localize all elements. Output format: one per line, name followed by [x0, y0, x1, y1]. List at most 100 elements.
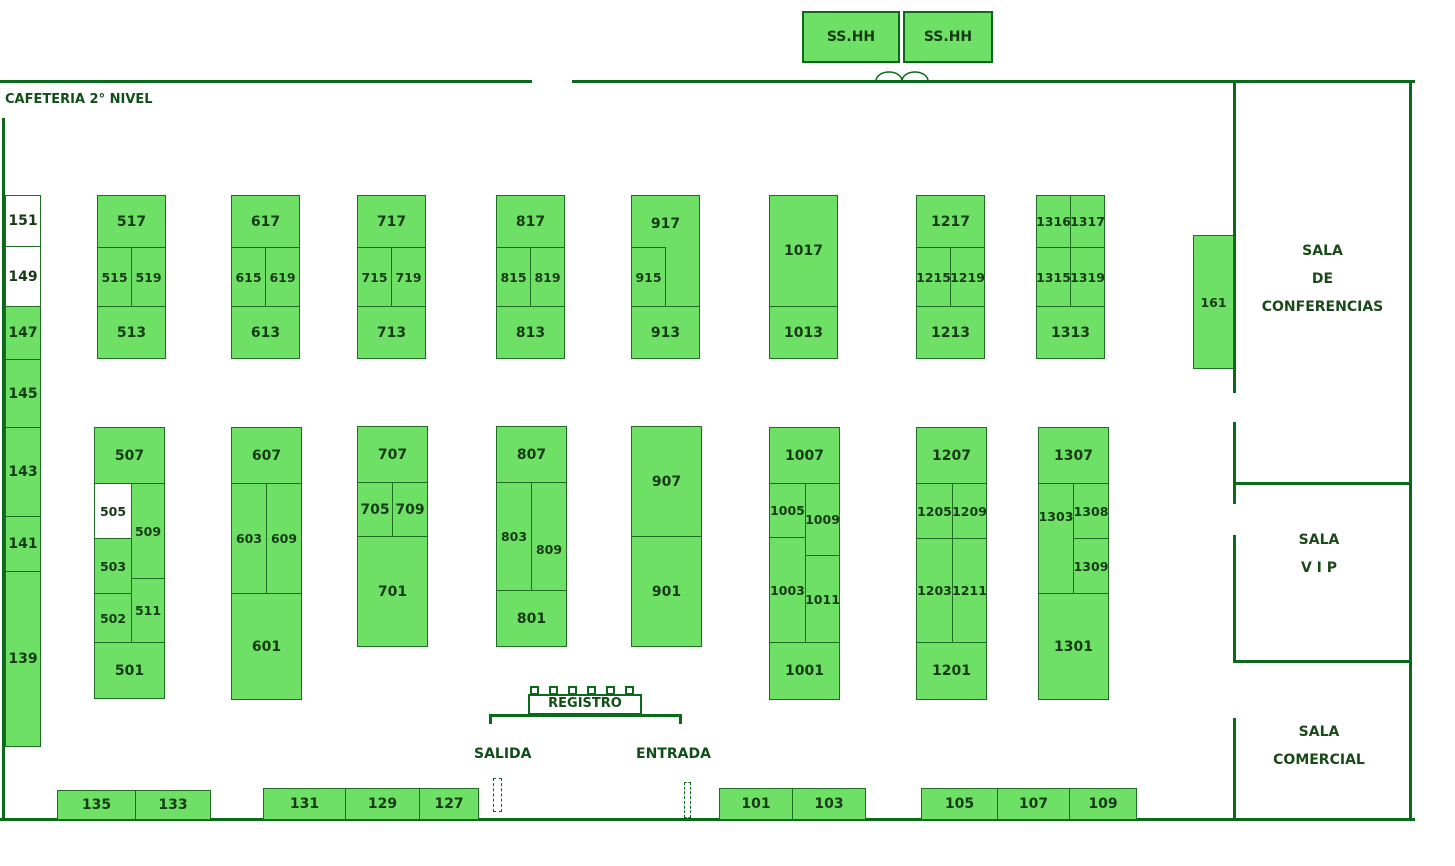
booth-1009[interactable]: 1009: [805, 483, 840, 556]
booth-129[interactable]: 129: [345, 788, 420, 820]
entrance-door[interactable]: [684, 782, 691, 818]
booth-1205[interactable]: 1205: [916, 483, 953, 539]
booth-601[interactable]: 601: [231, 593, 302, 700]
booth-915[interactable]: 915: [631, 247, 666, 307]
booth-519[interactable]: 519: [131, 247, 166, 307]
room-conferencias-line2: DE: [1311, 271, 1334, 287]
booth-1301[interactable]: 1301: [1038, 593, 1109, 700]
booth-803[interactable]: 803: [496, 482, 532, 591]
booth-1001[interactable]: 1001: [769, 642, 840, 700]
booth-1005[interactable]: 1005: [769, 483, 806, 538]
booth-133[interactable]: 133: [135, 790, 211, 820]
booth-145[interactable]: 145: [5, 359, 41, 428]
booth-615[interactable]: 615: [231, 247, 266, 307]
booth-151[interactable]: 151: [5, 195, 41, 247]
booth-1315[interactable]: 1315: [1036, 247, 1071, 307]
booth-1308[interactable]: 1308: [1073, 483, 1109, 539]
booth-1003[interactable]: 1003: [769, 537, 806, 643]
booth-817[interactable]: 817: [496, 195, 565, 248]
booth-1217[interactable]: 1217: [916, 195, 985, 248]
booth-603[interactable]: 603: [231, 483, 267, 594]
booth-1313[interactable]: 1313: [1036, 306, 1105, 359]
booth-819[interactable]: 819: [530, 247, 565, 307]
booth-619[interactable]: 619: [265, 247, 300, 307]
booth-717[interactable]: 717: [357, 195, 426, 248]
booth-719[interactable]: 719: [391, 247, 426, 307]
booth-109[interactable]: 109: [1069, 788, 1137, 820]
restroom-1[interactable]: SS.HH: [802, 11, 900, 63]
booth-1316[interactable]: 1316: [1036, 195, 1071, 248]
booth-707[interactable]: 707: [357, 426, 428, 483]
booth-1203[interactable]: 1203: [916, 538, 953, 643]
booth-1007[interactable]: 1007: [769, 427, 840, 484]
booth-1211[interactable]: 1211: [952, 538, 987, 643]
booth-901[interactable]: 901: [631, 536, 702, 647]
booth-907[interactable]: 907: [631, 426, 702, 537]
booth-1209[interactable]: 1209: [952, 483, 987, 539]
booth-131[interactable]: 131: [263, 788, 346, 820]
booth-715[interactable]: 715: [357, 247, 392, 307]
booth-1215[interactable]: 1215: [916, 247, 951, 307]
booth-617[interactable]: 617: [231, 195, 300, 248]
restroom-2[interactable]: SS.HH: [903, 11, 993, 63]
booth-815[interactable]: 815: [496, 247, 531, 307]
booth-509[interactable]: 509: [131, 483, 165, 579]
booth-141[interactable]: 141: [5, 516, 41, 572]
booth-147[interactable]: 147: [5, 306, 41, 360]
booth-502[interactable]: 502: [94, 593, 132, 643]
booth-143[interactable]: 143: [5, 427, 41, 517]
booth-1303[interactable]: 1303: [1038, 483, 1074, 594]
booth-101[interactable]: 101: [719, 788, 793, 820]
room-comercial-line2: COMERCIAL: [1273, 752, 1365, 768]
booth-913[interactable]: 913: [631, 306, 700, 359]
booth-705[interactable]: 705: [357, 482, 393, 537]
room-conferencias-line3: CONFERENCIAS: [1261, 299, 1384, 315]
booth-505[interactable]: 505: [94, 483, 132, 539]
booth-1319[interactable]: 1319: [1070, 247, 1105, 307]
booth-503[interactable]: 503: [94, 538, 132, 594]
booth-1307[interactable]: 1307: [1038, 427, 1109, 484]
registration-label: REGISTRO: [548, 696, 622, 711]
booth-103[interactable]: 103: [792, 788, 866, 820]
booth-609[interactable]: 609: [266, 483, 302, 594]
booth-807[interactable]: 807: [496, 426, 567, 483]
booth-1219[interactable]: 1219: [950, 247, 985, 307]
booth-507[interactable]: 507: [94, 427, 165, 484]
booth-1011[interactable]: 1011: [805, 555, 840, 643]
restroom-door-icon: [875, 71, 929, 82]
booth-161[interactable]: 161: [1193, 235, 1234, 369]
booth-1213[interactable]: 1213: [916, 306, 985, 359]
rooms-left-wall-c: [1233, 535, 1236, 663]
booth-1017[interactable]: 1017: [769, 195, 838, 307]
room-conferencias[interactable]: SALA DE CONFERENCIAS: [1236, 237, 1409, 321]
booth-1309[interactable]: 1309: [1073, 538, 1109, 594]
booth-515[interactable]: 515: [97, 247, 132, 307]
room-comercial-line1: SALA: [1298, 724, 1340, 740]
exit-door[interactable]: [493, 778, 502, 812]
booth-607[interactable]: 607: [231, 427, 302, 484]
booth-809[interactable]: 809: [531, 482, 567, 591]
booth-701[interactable]: 701: [357, 536, 428, 647]
booth-511[interactable]: 511: [131, 578, 165, 643]
room-vip[interactable]: SALA V I P: [1236, 526, 1402, 582]
booth-513[interactable]: 513: [97, 306, 166, 359]
booth-135[interactable]: 135: [57, 790, 136, 820]
booth-127[interactable]: 127: [419, 788, 479, 820]
booth-517[interactable]: 517: [97, 195, 166, 248]
booth-1317[interactable]: 1317: [1070, 195, 1105, 248]
booth-713[interactable]: 713: [357, 306, 426, 359]
booth-139[interactable]: 139: [5, 571, 41, 747]
booth-105[interactable]: 105: [921, 788, 998, 820]
room-comercial[interactable]: SALA COMERCIAL: [1236, 718, 1402, 774]
booth-1201[interactable]: 1201: [916, 642, 987, 700]
booth-149[interactable]: 149: [5, 246, 41, 307]
entrance-label: ENTRADA: [636, 746, 711, 762]
booth-501[interactable]: 501: [94, 642, 165, 699]
booth-801[interactable]: 801: [496, 590, 567, 647]
booth-1013[interactable]: 1013: [769, 306, 838, 359]
booth-613[interactable]: 613: [231, 306, 300, 359]
booth-813[interactable]: 813: [496, 306, 565, 359]
booth-107[interactable]: 107: [997, 788, 1070, 820]
booth-709[interactable]: 709: [392, 482, 428, 537]
booth-1207[interactable]: 1207: [916, 427, 987, 484]
